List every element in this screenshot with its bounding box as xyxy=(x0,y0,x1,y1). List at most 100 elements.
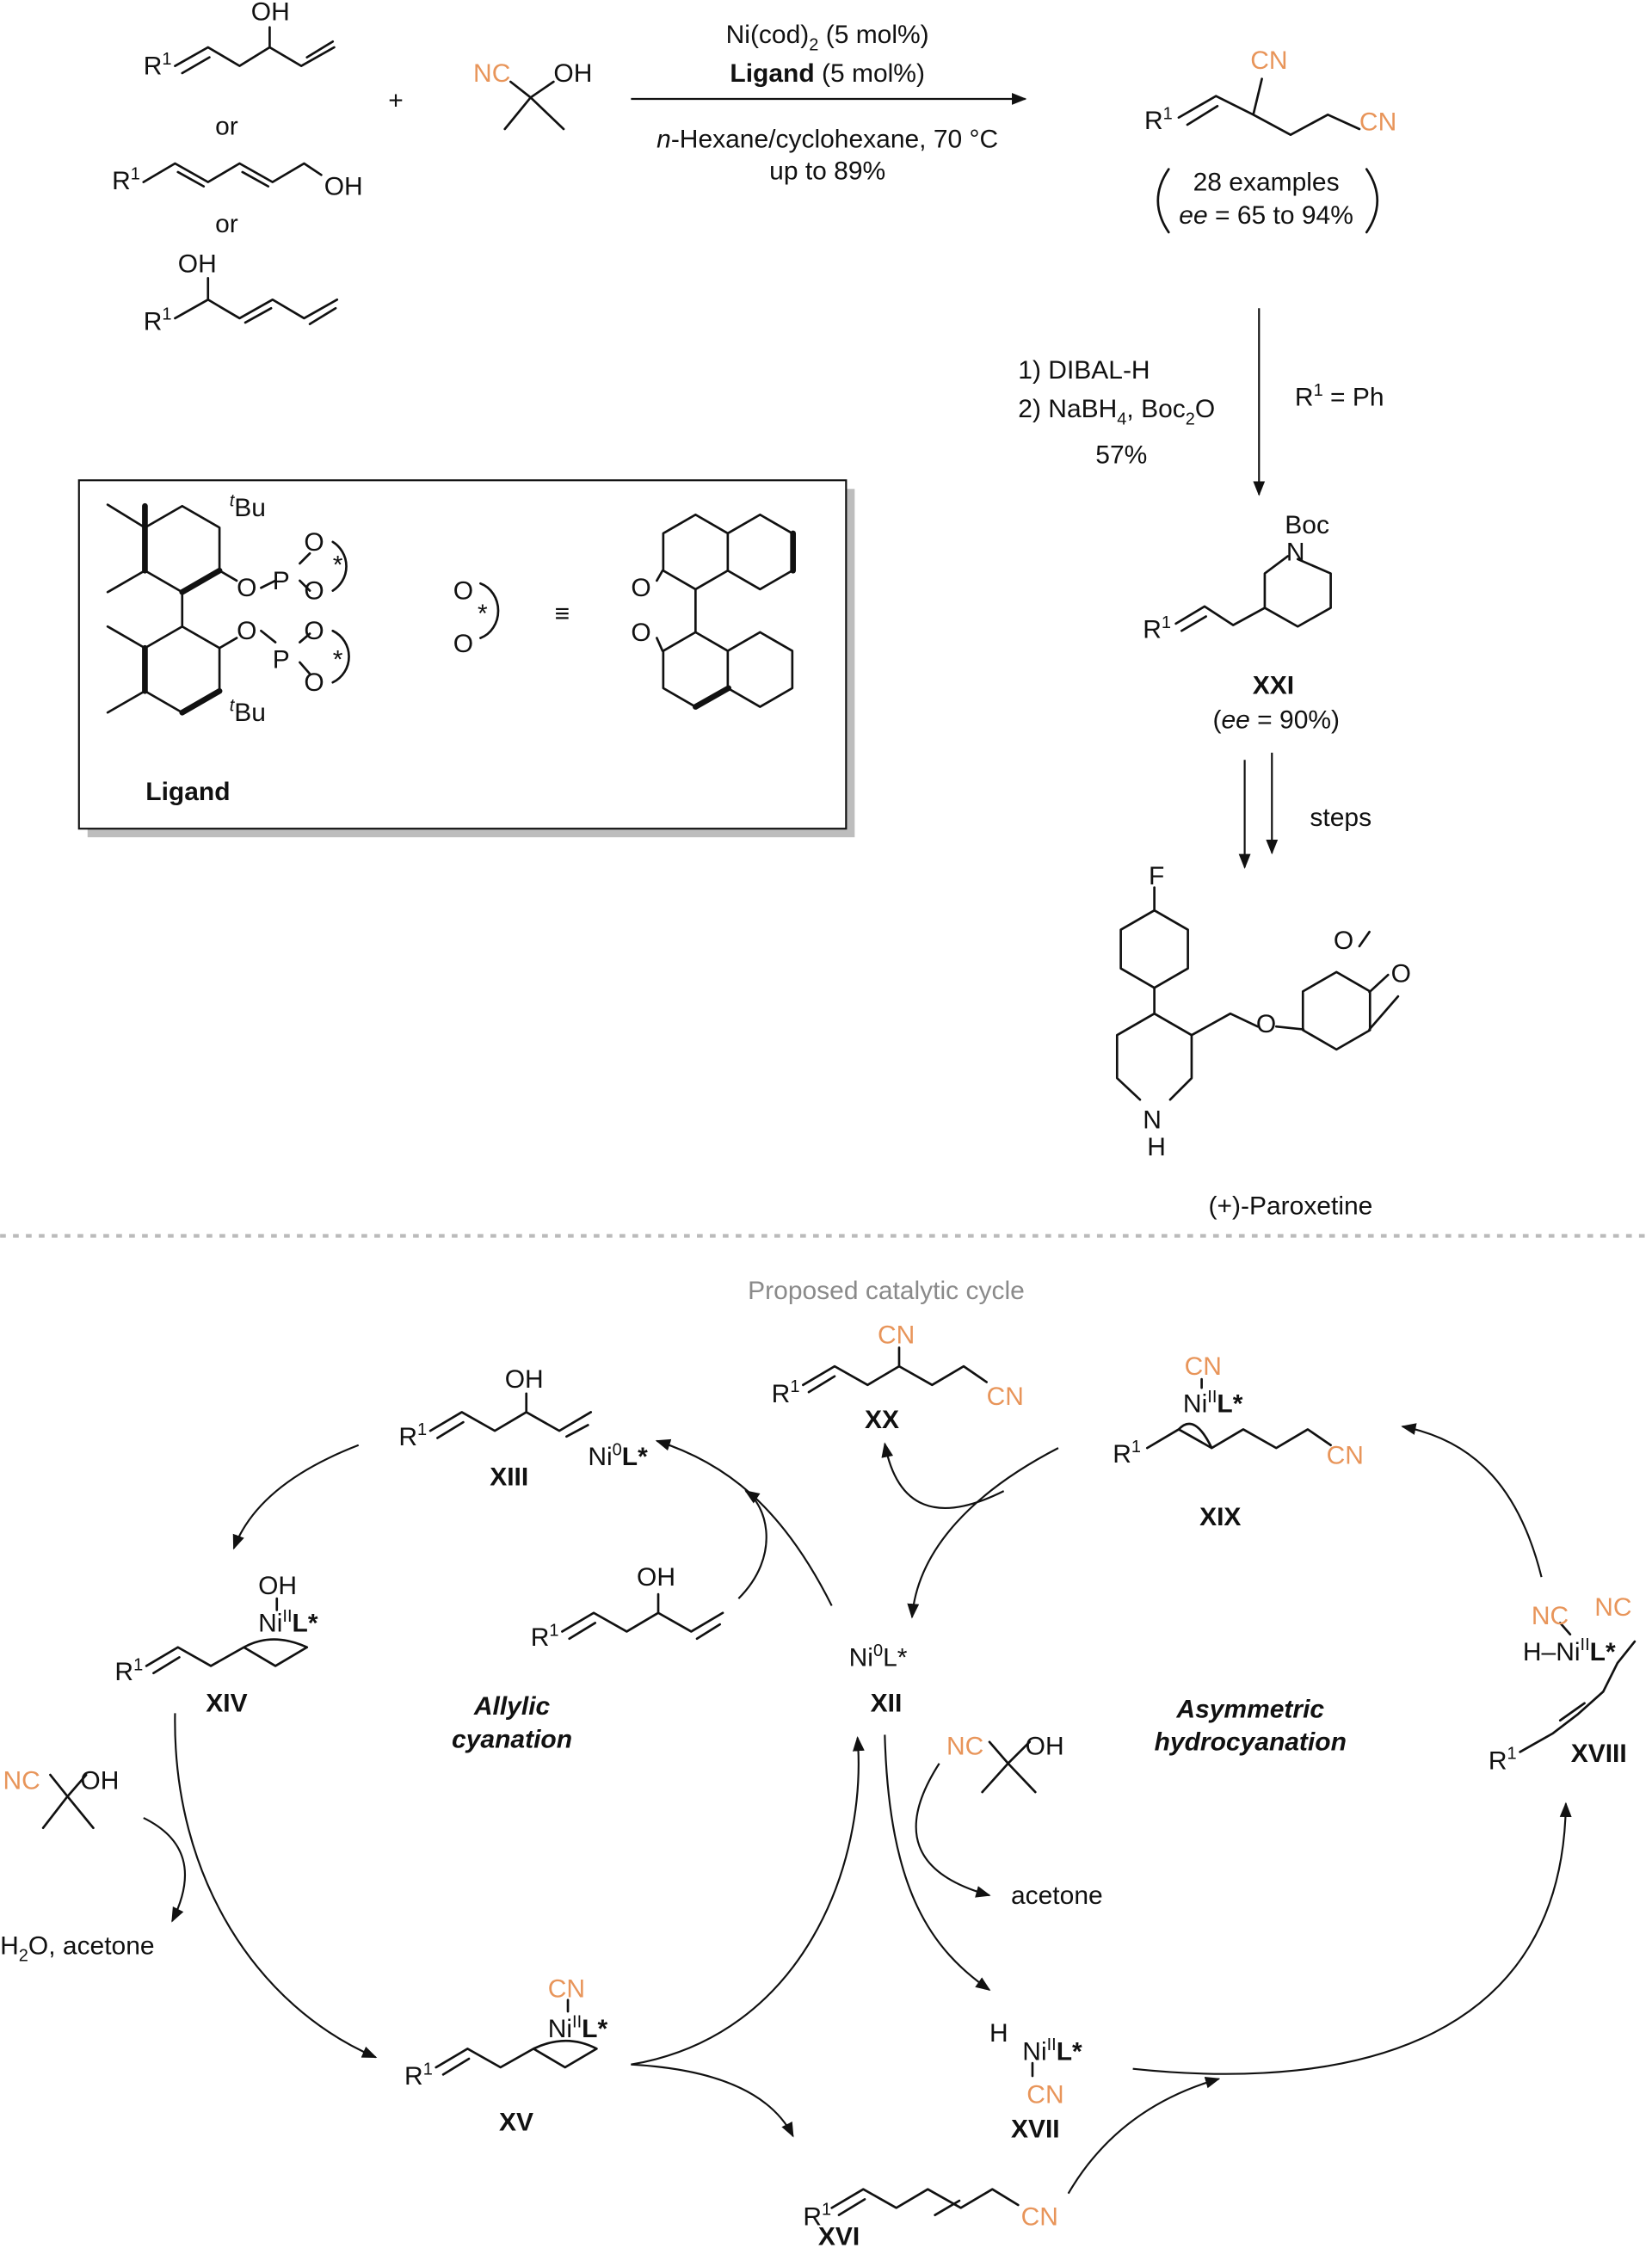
atom-h: H xyxy=(989,2019,1008,2048)
atom-o-part: O xyxy=(453,577,473,606)
benzodioxole-bonds xyxy=(1301,930,1400,1051)
atom-o: O xyxy=(304,577,324,606)
bracket-right xyxy=(1365,168,1379,234)
derivatization-yield-part: 57% xyxy=(1095,440,1147,469)
atom-h: H xyxy=(1147,1133,1166,1161)
atom-ni0b-part: 0 xyxy=(613,1440,622,1459)
atom-niii: NiIIL* xyxy=(548,2012,608,2043)
hydrocyanation-2: hydrocyanation xyxy=(1155,1728,1347,1757)
atom-niii-part: II xyxy=(1047,2036,1057,2054)
arrow-XV-to-XII xyxy=(631,1736,865,2066)
arrow-release-XX xyxy=(881,1442,1005,1510)
atom-r1-part: R xyxy=(1144,107,1163,135)
atom-ni0-part: L* xyxy=(883,1643,908,1672)
atom-p: P xyxy=(273,646,290,674)
examples-count-part: 28 examples xyxy=(1193,169,1340,197)
atom-r1-part: R xyxy=(144,307,163,336)
plus-sign: + xyxy=(388,87,404,115)
atom-oh: OH xyxy=(251,0,290,26)
atom-o-part: O xyxy=(304,668,324,697)
compound-XIII-bonds xyxy=(428,1392,593,1439)
atom-r1: R1 xyxy=(112,164,140,195)
compound-label-XXI-part: XXI xyxy=(1253,672,1294,700)
atom-ni0b-part: L* xyxy=(622,1443,648,1471)
atom-tbu-part: Bu xyxy=(234,494,266,522)
atom-r1: R1 xyxy=(803,2201,831,2232)
equivalence-sign: ≡ xyxy=(555,600,570,628)
atom-cn-part: CN xyxy=(1021,2202,1058,2231)
steps-text: steps xyxy=(1310,804,1372,832)
label-XVII-part: XVII xyxy=(1011,2116,1060,2144)
atom-o-part: O xyxy=(304,617,324,645)
ee-range-part: = 65 to 94% xyxy=(1208,201,1353,230)
atom-cn: CN xyxy=(1250,46,1287,75)
atom-hniii-part: H xyxy=(1523,1638,1542,1666)
atom-star-part: * xyxy=(478,600,488,628)
atom-oh-part: OH xyxy=(178,250,217,279)
compound-XX-bonds xyxy=(802,1346,988,1394)
atom-cn: CN xyxy=(1327,1441,1364,1469)
atom-n-part: N xyxy=(1143,1106,1162,1134)
atom-star: * xyxy=(478,600,488,628)
atom-cn: CN xyxy=(548,1974,585,2003)
atom-oh: OH xyxy=(80,1767,119,1795)
step-1-text-part: 1) DIBAL-H xyxy=(1018,356,1150,385)
atom-star-part: * xyxy=(333,646,343,674)
atom-r1-part: R xyxy=(531,1623,550,1652)
atom-r1-part: R xyxy=(772,1380,791,1408)
atom-cn-part: CN xyxy=(1327,1441,1364,1469)
atom-o: O xyxy=(237,574,256,602)
steps-text-part: steps xyxy=(1310,804,1372,832)
label-XIV-part: XIV xyxy=(206,1690,247,1718)
atom-r1: R1 xyxy=(772,1377,800,1408)
arrow-XV-to-XVI xyxy=(631,2063,794,2138)
water-acetone-byproduct-part: 2 xyxy=(19,1947,28,1966)
atom-r1-part: 1 xyxy=(790,1377,799,1396)
atom-tbu-part: Bu xyxy=(234,699,266,727)
atom-boc: Boc xyxy=(1285,511,1329,539)
atom-cn-part: CN xyxy=(1250,46,1287,75)
atom-oh: OH xyxy=(1026,1733,1064,1761)
atom-niii-part: L* xyxy=(293,1609,318,1637)
atom-nc: NC xyxy=(1594,1593,1631,1622)
atom-oh: OH xyxy=(258,1572,297,1600)
atom-o: O xyxy=(453,630,473,658)
atom-o-part: O xyxy=(453,630,473,658)
atom-niii-part: II xyxy=(572,2012,582,2031)
arrow-XVI-uptake xyxy=(1067,2076,1221,2195)
atom-cn: CN xyxy=(987,1383,1024,1411)
label-XVII: XVII xyxy=(1011,2116,1060,2144)
atom-r1: R1 xyxy=(144,50,172,81)
ligand-loading-text: Ligand (5 mol%) xyxy=(730,59,925,88)
atom-o: O xyxy=(1391,960,1411,989)
allylic-cyanation-1: Allylic xyxy=(473,1692,551,1721)
ee-range: ee = 65 to 94% xyxy=(1179,201,1353,230)
atom-oh-part: OH xyxy=(258,1572,297,1600)
atom-tbu: tBu xyxy=(230,491,266,522)
r-group-definition-part: 1 xyxy=(1314,381,1323,400)
atom-h-part: H xyxy=(989,2019,1008,2048)
atom-cn-part: CN xyxy=(548,1974,585,2003)
atom-cn-part: CN xyxy=(987,1383,1024,1411)
paroxetine-label: (+)-Paroxetine xyxy=(1209,1192,1373,1220)
atom-nc-part: NC xyxy=(1532,1602,1569,1630)
atom-oh-part: OH xyxy=(1026,1733,1064,1761)
ee-XXI: (ee = 90%) xyxy=(1213,706,1341,735)
paroxetine-label-part: (+)-Paroxetine xyxy=(1209,1192,1373,1220)
atom-r1: R1 xyxy=(1489,1745,1517,1776)
allylic-cyanation-2: cyanation xyxy=(452,1725,572,1753)
compound-XV-bonds xyxy=(435,1999,598,2076)
atom-cn: CN xyxy=(1026,2081,1063,2109)
ee-XXI-part: ( xyxy=(1213,706,1222,735)
water-acetone-byproduct: H2O, acetone xyxy=(0,1931,154,1965)
atom-r1: R1 xyxy=(398,1420,427,1451)
atom-r1-part: 1 xyxy=(822,2201,831,2220)
arrow-to-XVIII xyxy=(1132,1801,1572,2075)
arrow-alcohol-uptake xyxy=(737,1490,767,1599)
atom-r1: R1 xyxy=(114,1655,143,1686)
atom-o: O xyxy=(631,574,650,602)
atom-hniii: H–NiIIL* xyxy=(1523,1635,1616,1666)
atom-tbu: tBu xyxy=(230,697,266,728)
atom-niii: NiIIL* xyxy=(1183,1388,1243,1419)
